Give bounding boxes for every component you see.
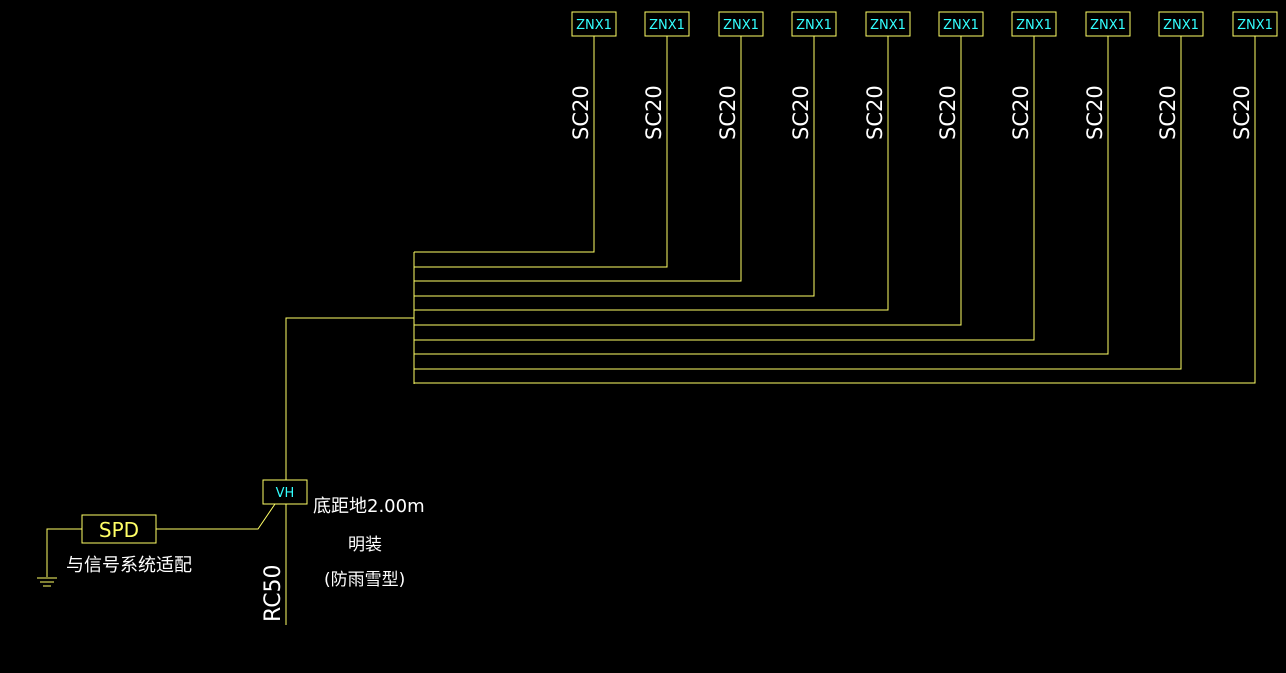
install-note-weatherproof: (防雨雪型)	[324, 570, 405, 590]
terminal-wire	[414, 36, 595, 253]
spd-note: 与信号系统适配	[66, 555, 192, 576]
conduit-label: SC20	[1083, 85, 1107, 140]
terminal-label: ZNX1	[649, 18, 685, 33]
conduit-label: SC20	[1009, 85, 1033, 140]
terminal-wire	[414, 36, 815, 297]
terminal-label: ZNX1	[796, 18, 832, 33]
terminal-branches: ZNX1SC20ZNX1SC20ZNX1SC20ZNX1SC20ZNX1SC20…	[414, 11, 1278, 384]
vh-box: VH	[262, 479, 308, 505]
terminal-wire	[414, 36, 889, 311]
terminal-wire	[414, 36, 1035, 341]
install-note-mount: 明装	[348, 535, 382, 555]
ground-icon	[37, 528, 82, 587]
conduit-label: SC20	[716, 85, 740, 140]
install-note-height: 底距地2.00m	[313, 496, 425, 517]
terminal-wire	[414, 36, 1109, 355]
terminal-label: ZNX1	[1090, 18, 1126, 33]
install-note: 底距地2.00m 明装 (防雨雪型)	[313, 496, 425, 590]
feeder-line	[285, 317, 414, 480]
spd-box: SPD	[81, 514, 157, 544]
terminal-label: ZNX1	[1163, 18, 1199, 33]
terminal-wire	[414, 36, 668, 268]
incoming-conduit-label: RC50	[261, 564, 286, 622]
conduit-label: SC20	[789, 85, 813, 140]
terminal-label: ZNX1	[1237, 18, 1273, 33]
terminal-wire	[414, 36, 962, 326]
vh-label: VH	[276, 486, 295, 501]
terminal-label: ZNX1	[1016, 18, 1052, 33]
terminal-label: ZNX1	[870, 18, 906, 33]
conduit-label: SC20	[863, 85, 887, 140]
conduit-label: SC20	[642, 85, 666, 140]
terminal-wire	[414, 36, 742, 282]
main-feeder	[285, 252, 415, 480]
terminal-label: ZNX1	[576, 18, 612, 33]
conduit-label: SC20	[936, 85, 960, 140]
spd-label: SPD	[99, 518, 139, 542]
conduit-label: SC20	[569, 85, 593, 140]
terminal-label: ZNX1	[943, 18, 979, 33]
terminal-label: ZNX1	[723, 18, 759, 33]
terminal-wire	[414, 36, 1182, 370]
conduit-label: SC20	[1156, 85, 1180, 140]
terminal-wire	[414, 36, 1256, 384]
spd-to-vh-line	[156, 503, 276, 530]
conduit-label: SC20	[1230, 85, 1254, 140]
